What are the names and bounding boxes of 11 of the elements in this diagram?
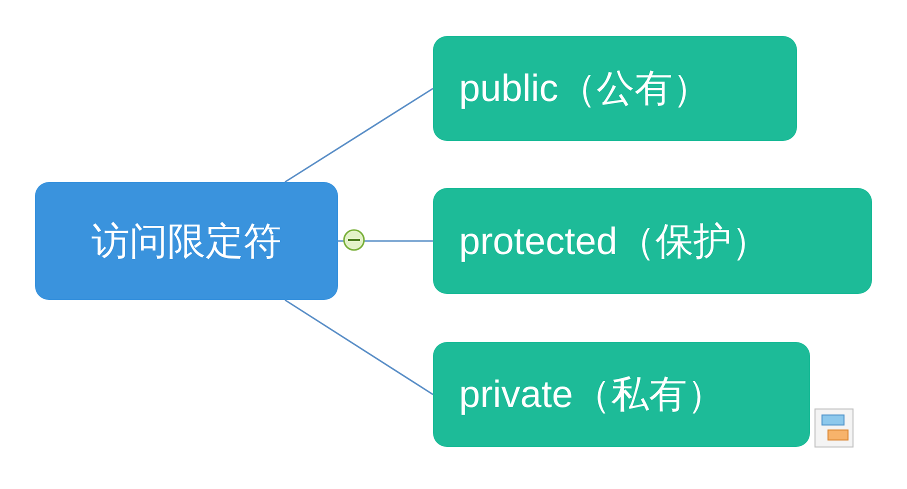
subtopic-box [433,36,797,141]
topic-label: 访问限定符 [92,220,282,264]
connector-line [284,299,434,396]
topic-label: public（公有） [459,67,710,112]
topic-label: private（私有） [459,373,726,418]
connector-line [338,240,433,242]
subtopic-box [433,342,810,447]
topic-label: protected（保护） [459,220,770,264]
root-topic-box [35,182,338,300]
connector-line [284,88,434,183]
subtopic-box [433,188,872,294]
